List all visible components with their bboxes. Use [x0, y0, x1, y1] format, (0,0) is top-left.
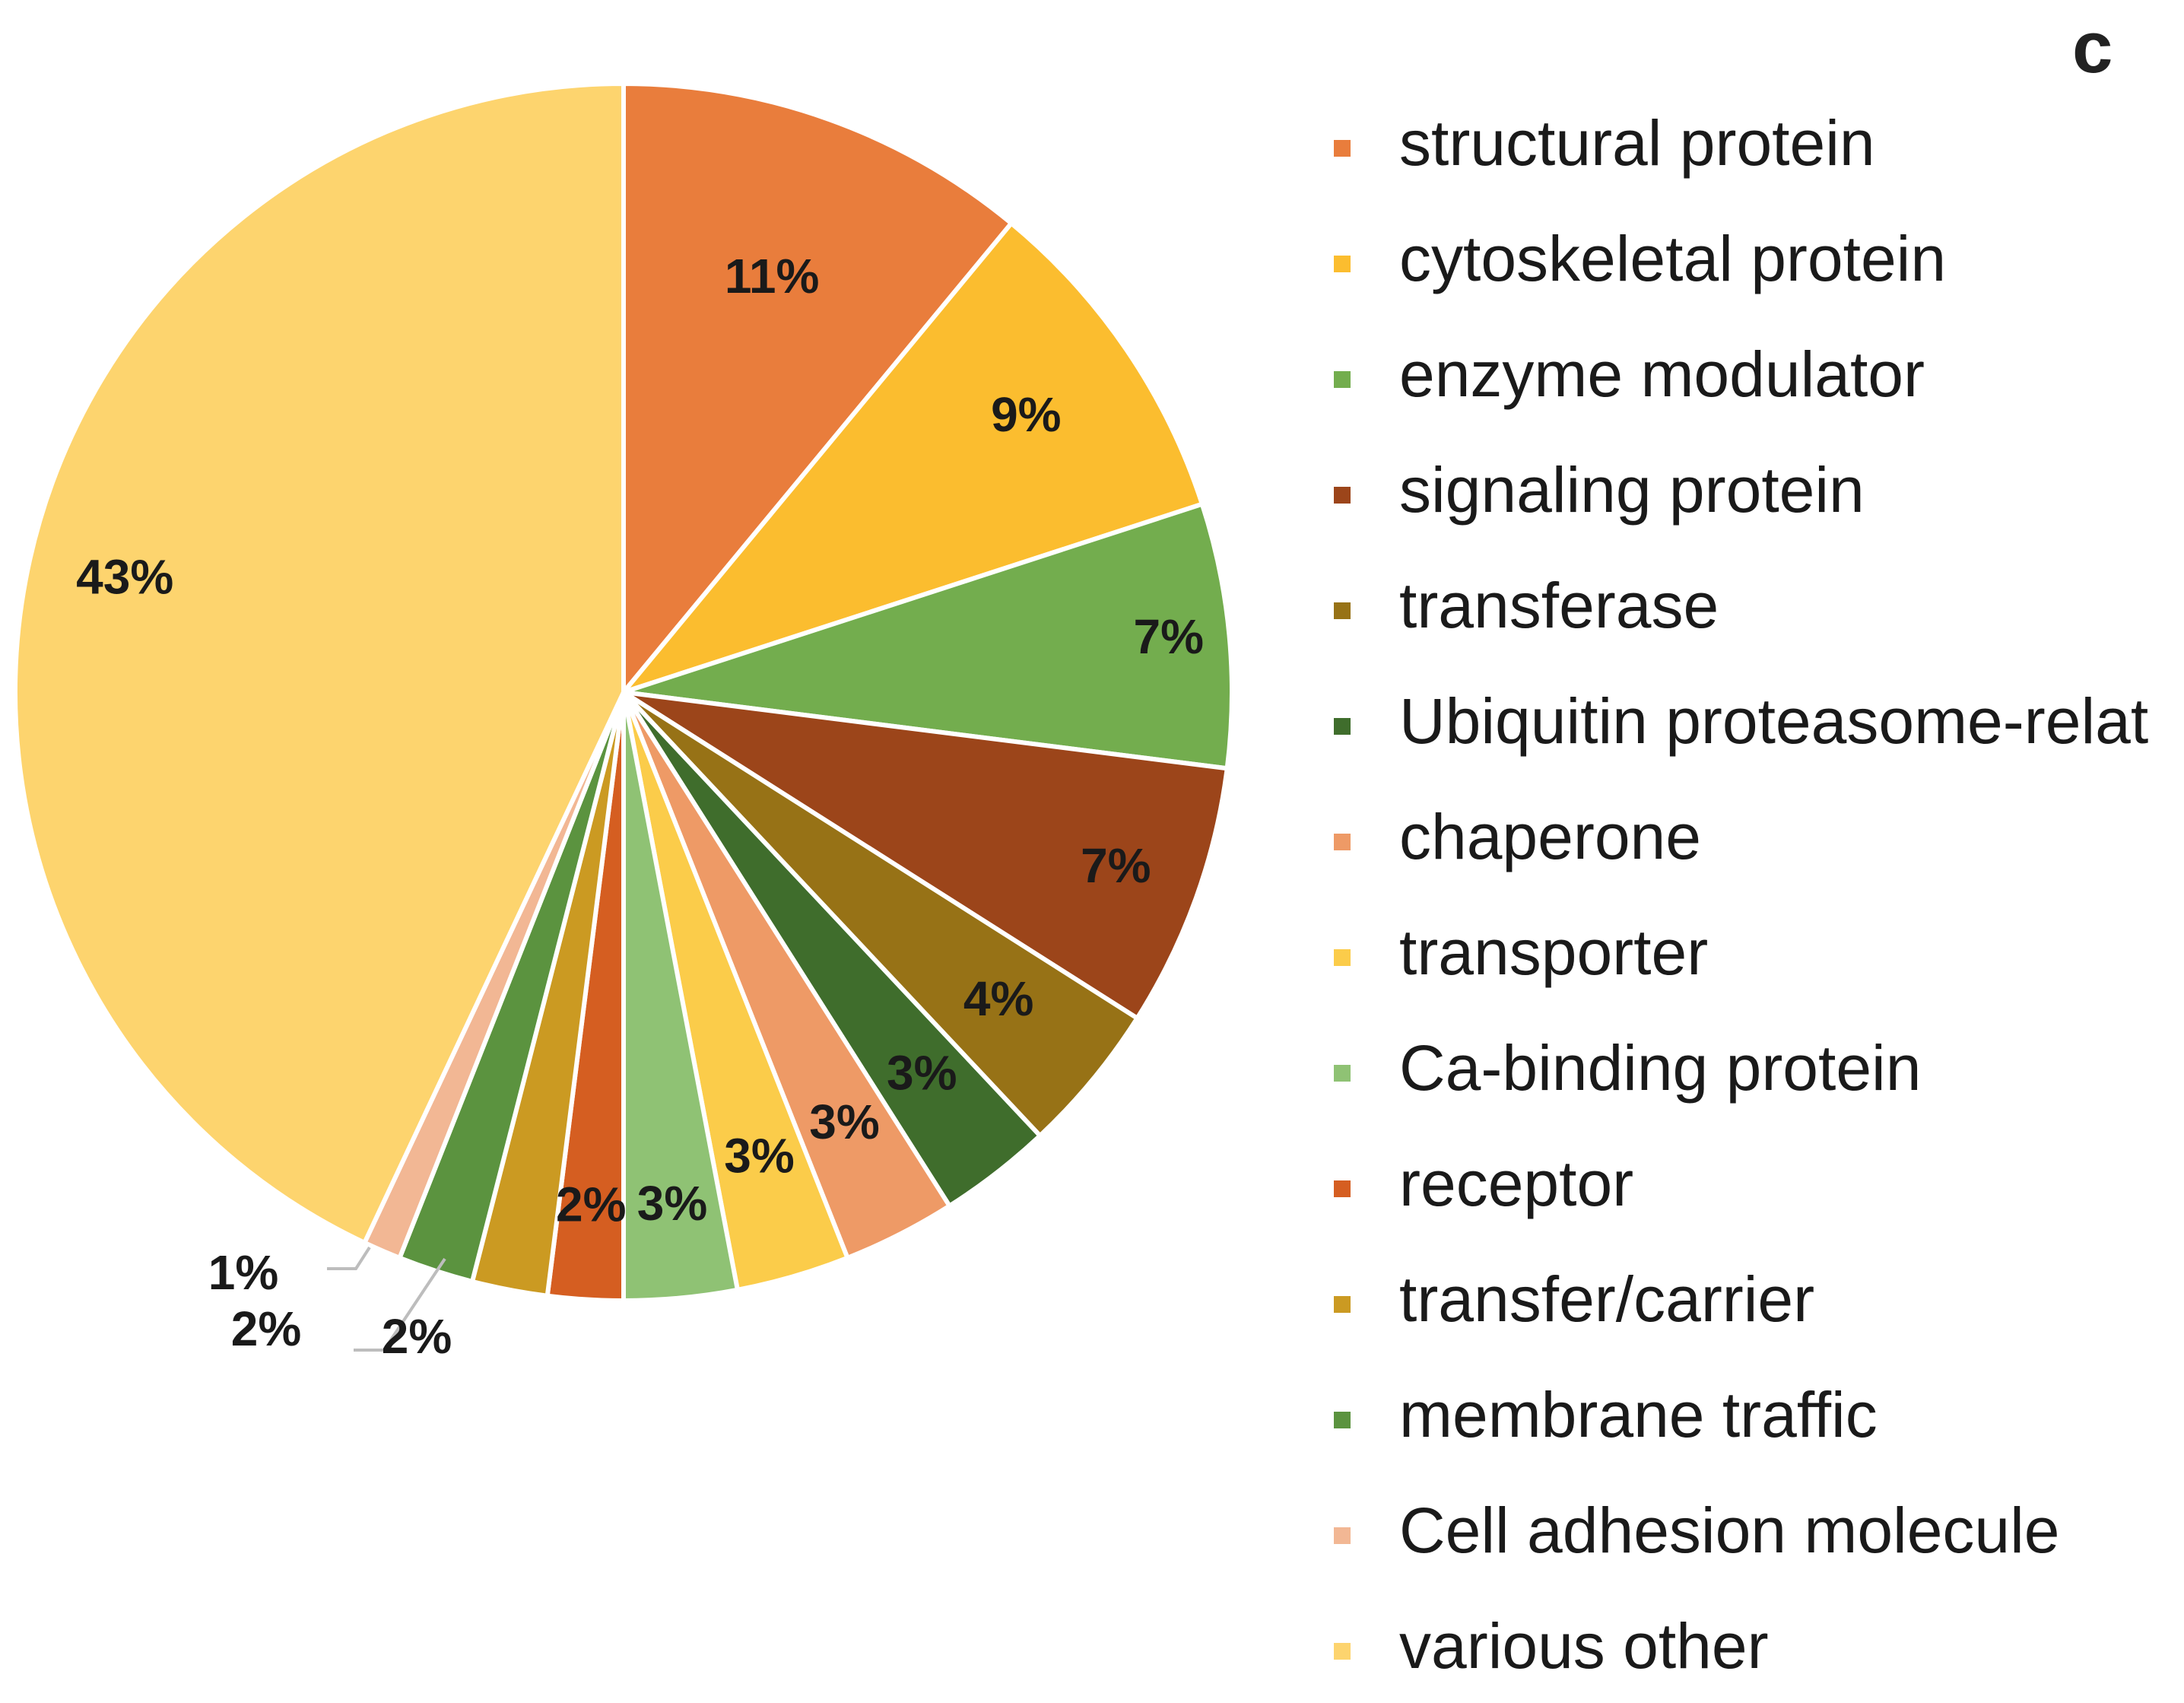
legend-swatch: [1334, 256, 1351, 272]
legend-swatch: [1334, 371, 1351, 388]
legend-label: signaling protein: [1399, 454, 1865, 526]
pie-label-cytoskeletal-protein: 9%: [991, 387, 1062, 442]
pie-label-transporter: 3%: [724, 1128, 795, 1183]
legend-item-transporter: transporter: [1334, 917, 1708, 988]
leader-line-cell-adhesion-molecule: [327, 1246, 371, 1270]
legend-item-structural-protein: structural protein: [1334, 107, 1875, 179]
pie-slice-signaling-protein: [621, 690, 1230, 1021]
legend-swatch: [1334, 140, 1351, 157]
legend-label: structural protein: [1399, 107, 1875, 179]
legend-swatch: [1334, 1643, 1351, 1660]
pie-label-structural-protein: 11%: [725, 249, 820, 303]
pie-label-membrane-traffic: 2%: [231, 1301, 302, 1356]
pie-label-receptor: 2%: [556, 1177, 627, 1232]
panel-letter: c: [2072, 7, 2113, 88]
legend-item-various-other: various other: [1334, 1610, 1769, 1682]
pie-label-ca-binding-protein: 3%: [637, 1176, 708, 1231]
legend-swatch: [1334, 718, 1351, 735]
legend-label: Ca-binding protein: [1399, 1032, 1921, 1104]
leader-line-transfer-carrier: [354, 1257, 446, 1352]
legend-item-transferase: transferase: [1334, 570, 1719, 641]
pie-label-enzyme-modulator: 7%: [1134, 609, 1205, 664]
pie-slices: [13, 81, 1234, 1303]
legend-item-cell-adhesion-molecule: Cell adhesion molecule: [1334, 1495, 2060, 1566]
legend-swatch: [1334, 834, 1351, 850]
legend-item-signaling-protein: signaling protein: [1334, 454, 1865, 526]
legend-swatch: [1334, 487, 1351, 504]
legend-item-ca-binding-protein: Ca-binding protein: [1334, 1032, 1921, 1104]
legend-swatch: [1334, 949, 1351, 966]
legend-label: Ubiquitin proteasome-relat: [1399, 685, 2148, 757]
pie-label-various-other: 43%: [76, 549, 173, 604]
legend-item-chaperone: chaperone: [1334, 801, 1701, 872]
label-leader-lines: [327, 1246, 446, 1352]
legend-label: receptor: [1399, 1148, 1633, 1219]
legend-label: transfer/carrier: [1399, 1263, 1814, 1335]
pie-slice-cytoskeletal-protein: [621, 221, 1205, 694]
legend-label: enzyme modulator: [1399, 338, 1925, 410]
legend-label: cytoskeletal protein: [1399, 223, 1946, 294]
legend-label: chaperone: [1399, 801, 1701, 872]
pie-slice-transferase: [621, 690, 1140, 1139]
legend-item-cytoskeletal-protein: cytoskeletal protein: [1334, 223, 1946, 294]
pie-slice-various-other: [13, 81, 626, 1245]
legend-label: transporter: [1399, 917, 1708, 988]
pie-label-signaling-protein: 7%: [1081, 838, 1151, 893]
legend-label: membrane traffic: [1399, 1379, 1878, 1450]
pie-slice-structural-protein: [621, 81, 1014, 694]
legend-swatch: [1334, 1065, 1351, 1082]
legend-swatch: [1334, 1180, 1351, 1197]
legend-label: various other: [1399, 1610, 1769, 1682]
legend-swatch: [1334, 1412, 1351, 1428]
legend-label: transferase: [1399, 570, 1719, 641]
legend-swatch: [1334, 602, 1351, 619]
legend-item-ubiquitin-proteasome-relat: Ubiquitin proteasome-relat: [1334, 685, 2148, 757]
pie-label-chaperone: 3%: [809, 1095, 880, 1149]
pie-slice-enzyme-modulator: [621, 501, 1234, 771]
legend-label: Cell adhesion molecule: [1399, 1495, 2060, 1566]
pie-label-cell-adhesion-molecule: 1%: [208, 1245, 279, 1300]
legend-item-membrane-traffic: membrane traffic: [1334, 1379, 1878, 1450]
legend-swatch: [1334, 1296, 1351, 1313]
pie-label-ubiquitin-proteasome-relat: 3%: [887, 1046, 957, 1101]
legend-item-receptor: receptor: [1334, 1148, 1633, 1219]
legend: structural protein cytoskeletal protein en…: [1334, 107, 2148, 1682]
pie-percent-labels: 11%9%7%7%4%3%3%3%3%2%2%2%1%43%: [76, 249, 1204, 1364]
pie-label-transferase: 4%: [963, 971, 1034, 1026]
legend-item-transfer-carrier: transfer/carrier: [1334, 1263, 1814, 1335]
pie-label-transfer-carrier: 2%: [382, 1309, 452, 1364]
legend-swatch: [1334, 1527, 1351, 1544]
legend-item-enzyme-modulator: enzyme modulator: [1334, 338, 1925, 410]
